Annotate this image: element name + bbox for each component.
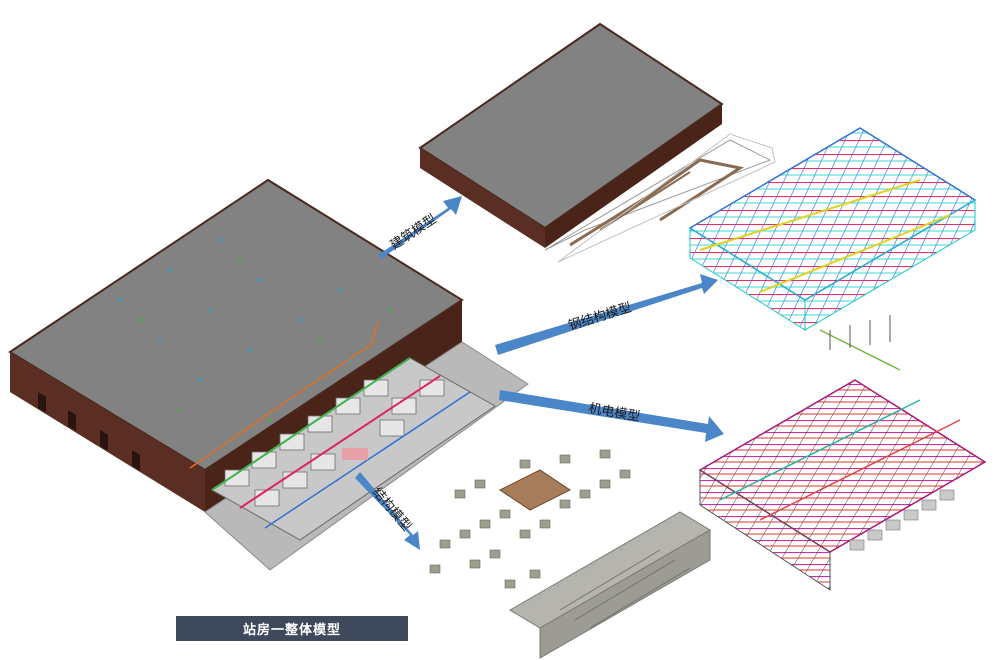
arrow-steel-label: 钢结构模型 xyxy=(567,300,634,333)
arrow-structure-label: 结构模型 xyxy=(369,485,414,534)
architecture-model xyxy=(418,22,776,263)
arrow-steel: 钢结构模型 xyxy=(495,274,718,355)
arrow-mep: 机电模型 xyxy=(499,390,724,442)
arrow-architecture-label: 建筑模型 xyxy=(387,211,439,253)
mep-model xyxy=(698,379,987,591)
arrow-architecture-shape xyxy=(378,196,462,259)
caption-box: 站房一整体模型 xyxy=(176,616,408,641)
structure-model xyxy=(429,449,711,659)
arrow-mep-label: 机电模型 xyxy=(587,401,641,425)
arrow-steel-shape xyxy=(495,274,718,355)
station-overall-model xyxy=(8,178,529,571)
arrow-architecture: 建筑模型 xyxy=(378,196,462,259)
arrow-mep-shape xyxy=(499,390,724,442)
steel-structure-model xyxy=(688,127,977,371)
arrow-structure-shape xyxy=(355,472,420,550)
